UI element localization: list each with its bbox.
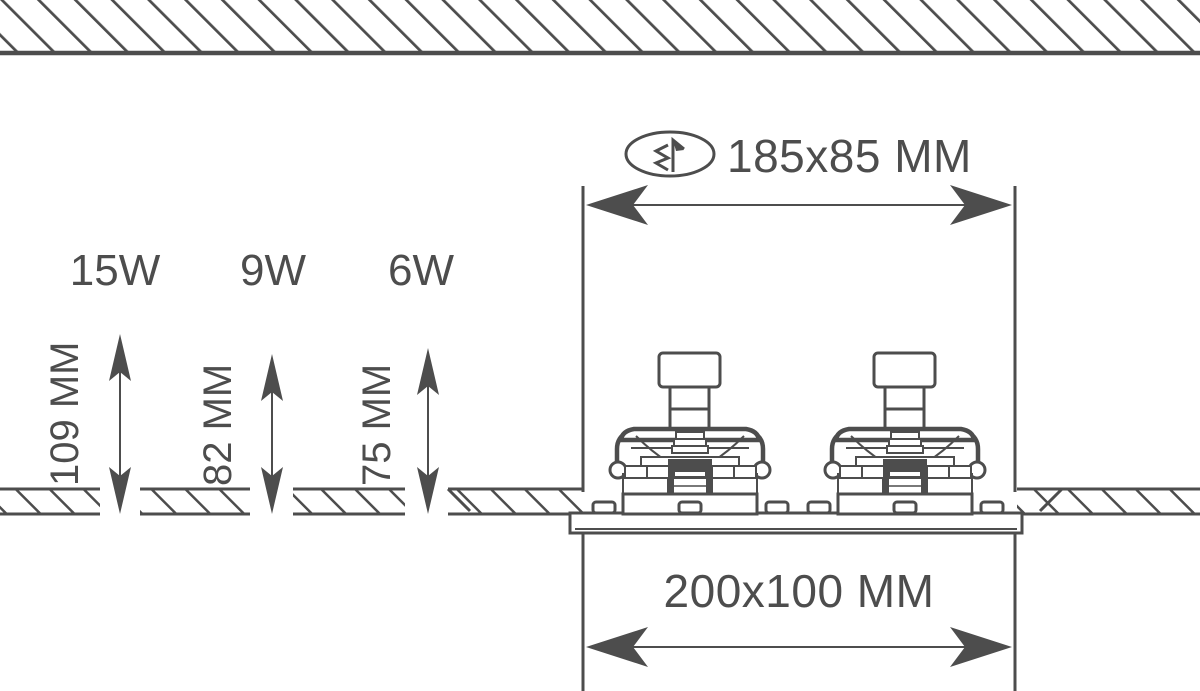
ceiling-section-right-of-arrows	[448, 487, 583, 516]
ceiling-section-far-right	[1017, 487, 1200, 516]
outer-dimension-label: 200x100 MM	[664, 565, 935, 617]
wattage-label-15w: 15W	[70, 246, 161, 295]
cutout-dimension-label: 185x85 MM	[727, 130, 972, 182]
cutout-hole-icon	[624, 130, 716, 178]
ceiling-section-left	[0, 487, 100, 516]
top-ceiling-band	[0, 0, 1200, 56]
outer-dimension: 200x100 MM	[586, 565, 1012, 667]
arrow-head-down	[417, 467, 439, 514]
fixture-baseplate	[568, 511, 1024, 535]
arrow-head-left	[586, 185, 648, 225]
height-dimension-109mm: 109 MM	[43, 334, 131, 514]
arrow-head-up	[417, 348, 439, 395]
cutout-dimension: 185x85 MM	[586, 130, 1012, 225]
spotlight-module-left	[591, 351, 790, 516]
arrow-head-up	[109, 334, 131, 381]
arrow-head-down	[261, 467, 283, 514]
ceiling-cut-edge-left	[446, 487, 472, 513]
arrow-head-up	[261, 354, 283, 401]
height-label-109mm: 109 MM	[43, 342, 87, 487]
height-label-82mm: 82 MM	[196, 364, 240, 486]
height-dimension-82mm: 82 MM	[196, 354, 283, 514]
wattage-label-9w: 9W	[240, 246, 306, 295]
extension-lines	[581, 186, 1017, 691]
arrow-head-right	[950, 627, 1012, 667]
wattage-label-6w: 6W	[388, 246, 454, 295]
ceiling-cut-edge-right	[1038, 487, 1064, 513]
height-dimension-75mm: 75 MM	[355, 348, 439, 514]
arrow-head-right	[950, 185, 1012, 225]
spotlight-module-right	[806, 351, 1005, 516]
ceiling-section-mid1	[140, 487, 250, 516]
ceiling-section-mid2	[293, 487, 405, 516]
arrow-head-left	[586, 627, 648, 667]
height-label-75mm: 75 MM	[355, 364, 399, 486]
arrow-head-down	[109, 467, 131, 514]
